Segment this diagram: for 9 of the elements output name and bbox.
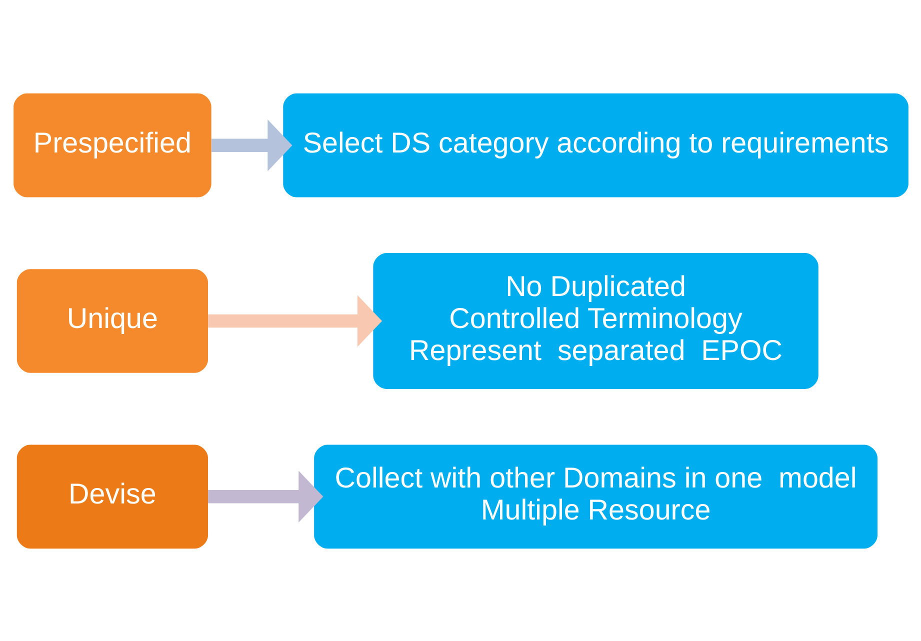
node-box: No Duplicated Controlled Terminology Represent separated EPOC <box>372 252 818 388</box>
node-box: Collect with other Domains in one model Multiple Resource <box>314 444 877 548</box>
arrow <box>208 294 382 346</box>
node-box: Select DS category according to requirements <box>282 92 908 197</box>
node-box: Unique <box>16 268 208 372</box>
arrow <box>211 119 292 171</box>
node-box: Devise <box>16 444 208 548</box>
arrow <box>208 470 323 522</box>
node-box: Prespecified <box>13 92 211 197</box>
